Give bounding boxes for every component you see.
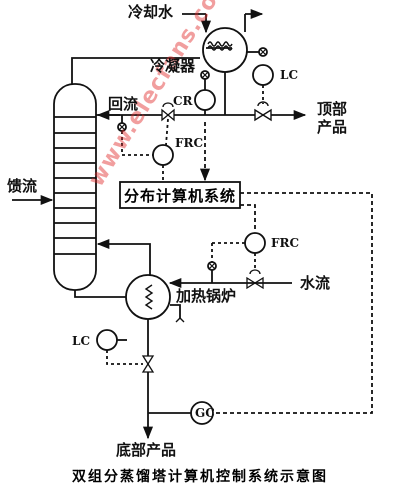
reflux-valve <box>161 108 175 122</box>
frc-top-instrument <box>152 144 174 166</box>
lc-top-label: LC <box>280 68 298 82</box>
top-product-label-1: 顶部 <box>317 100 348 118</box>
gc-label: GC <box>195 406 215 420</box>
frc-bottom-label: FRC <box>271 236 300 250</box>
bottom-product-valve <box>141 355 155 373</box>
computer-system-box <box>119 181 241 209</box>
overhead-vapor-line <box>71 57 200 84</box>
computer-system-label: 分布计算机系统 <box>123 186 236 205</box>
lc-bottom-instrument <box>96 329 118 351</box>
bottom-product-label: 底部产品 <box>116 441 177 459</box>
cr-label: CR <box>173 94 193 108</box>
condenser-label: 冷凝器 <box>150 57 196 75</box>
frc-top-label: FRC <box>175 136 204 150</box>
cr-instrument <box>194 89 216 111</box>
distillation-column <box>53 83 97 291</box>
top-product-label-2: 产品 <box>317 118 348 136</box>
frc-bottom-instrument <box>244 232 266 254</box>
lc-top-instrument <box>252 64 274 86</box>
top-product-valve <box>254 108 272 122</box>
reflux-label: 回流 <box>108 95 139 113</box>
reboiler-label: 加热锅炉 <box>176 287 237 305</box>
feed-label: 馈流 <box>7 177 38 195</box>
cooling-water-label: 冷却水 <box>128 3 174 21</box>
reboiler <box>125 274 171 320</box>
figure-caption: 双组分蒸馏塔计算机控制系统示意图 <box>72 469 328 485</box>
water-flow-label: 水流 <box>300 274 331 292</box>
lc-bottom-label: LC <box>72 334 90 348</box>
condenser <box>202 27 248 73</box>
